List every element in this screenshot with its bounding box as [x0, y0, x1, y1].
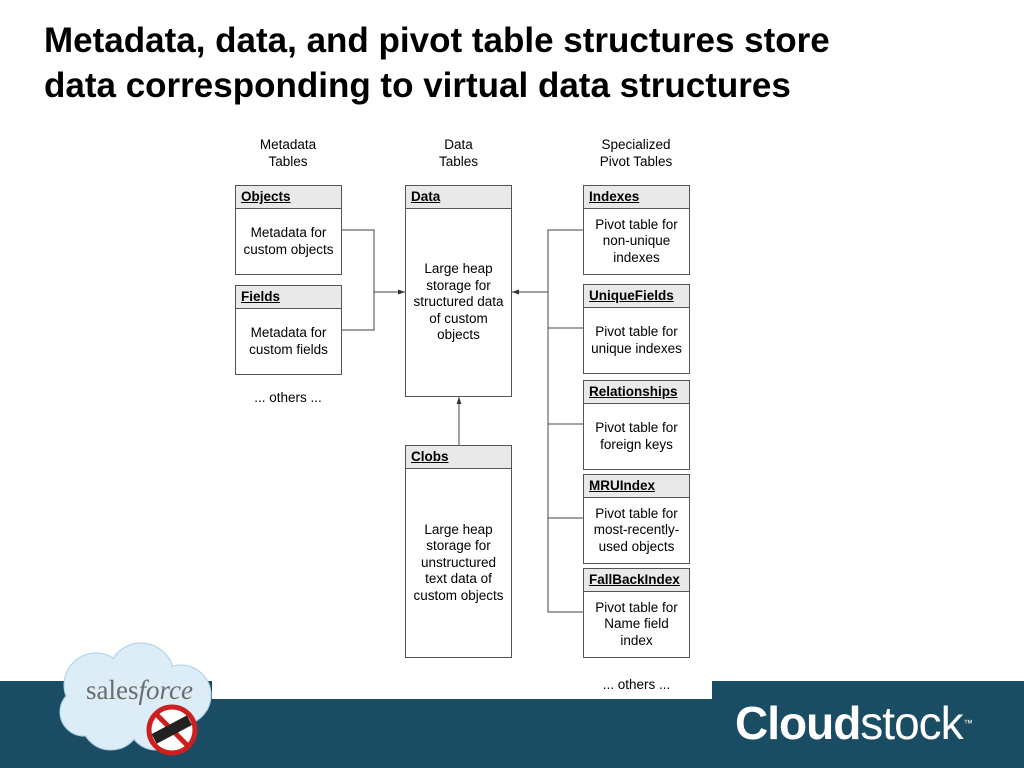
metadata-tables-heading: Metadata Tables — [259, 137, 317, 169]
table-desc-relationships: Pivot table for foreign keys — [595, 420, 678, 452]
salesforce-wordmark: salesforce — [86, 675, 193, 705]
table-name-mruindex: MRUIndex — [584, 475, 689, 498]
table-box-uniquefields: UniqueFields Pivot table for unique inde… — [583, 284, 690, 374]
table-box-clobs: Clobs Large heap storage for unstructure… — [405, 445, 512, 658]
table-box-mruindex: MRUIndex Pivot table for most-recently-u… — [583, 474, 690, 564]
pivot-others-label: ... others ... — [602, 677, 671, 692]
metadata-bracket-line — [342, 229, 375, 331]
slide-title-line-2: data corresponding to virtual data struc… — [44, 66, 791, 105]
cloudstock-logo-cloud: Cloud — [735, 697, 861, 749]
table-name-clobs: Clobs — [406, 446, 511, 469]
salesforce-wordmark-sales: sales — [86, 675, 139, 705]
data-tables-heading: Data Tables — [438, 137, 479, 169]
table-box-data: Data Large heap storage for structured d… — [405, 185, 512, 397]
table-desc-indexes: Pivot table for non-unique indexes — [595, 216, 678, 265]
no-software-stamp-icon — [146, 704, 198, 756]
table-name-data: Data — [406, 186, 511, 209]
table-desc-uniquefields: Pivot table for unique indexes — [591, 324, 682, 356]
salesforce-cloud-logo — [59, 642, 212, 751]
table-name-fields: Fields — [236, 286, 341, 309]
metadata-others-label: ... others ... — [254, 390, 322, 405]
table-desc-data: Large heap storage for structured data o… — [413, 261, 504, 343]
table-name-objects: Objects — [236, 186, 341, 209]
salesforce-wordmark-force: force — [138, 675, 193, 705]
table-box-fallbackindex: FallBackIndex Pivot table for Name field… — [583, 568, 690, 658]
table-box-objects: Objects Metadata for custom objects — [235, 185, 342, 275]
table-name-indexes: Indexes — [584, 186, 689, 209]
table-desc-clobs: Large heap storage for unstructured text… — [413, 521, 504, 603]
table-desc-mruindex: Pivot table for most-recently-used objec… — [593, 505, 680, 554]
cloudstock-trademark: ™ — [963, 718, 973, 728]
table-name-relationships: Relationships — [584, 381, 689, 404]
slide-title: Metadata, data, and pivot table structur… — [44, 18, 1004, 108]
footer-white-strip — [212, 681, 712, 699]
cloudstock-logo-stock: stock — [860, 697, 963, 749]
slide-title-line-1: Metadata, data, and pivot table structur… — [44, 21, 830, 60]
table-desc-fallbackindex: Pivot table for Name field index — [595, 599, 678, 648]
table-box-indexes: Indexes Pivot table for non-unique index… — [583, 185, 690, 275]
table-name-uniquefields: UniqueFields — [584, 285, 689, 308]
table-box-fields: Fields Metadata for custom fields — [235, 285, 342, 375]
cloudstock-logo: Cloudstock™ — [735, 697, 973, 749]
pivot-tables-heading: Specialized Pivot Tables — [599, 137, 673, 169]
table-desc-fields: Metadata for custom fields — [249, 325, 328, 357]
table-box-relationships: Relationships Pivot table for foreign ke… — [583, 380, 690, 470]
table-desc-objects: Metadata for custom objects — [243, 225, 334, 257]
pivot-bracket-line — [547, 229, 583, 613]
table-name-fallbackindex: FallBackIndex — [584, 569, 689, 592]
